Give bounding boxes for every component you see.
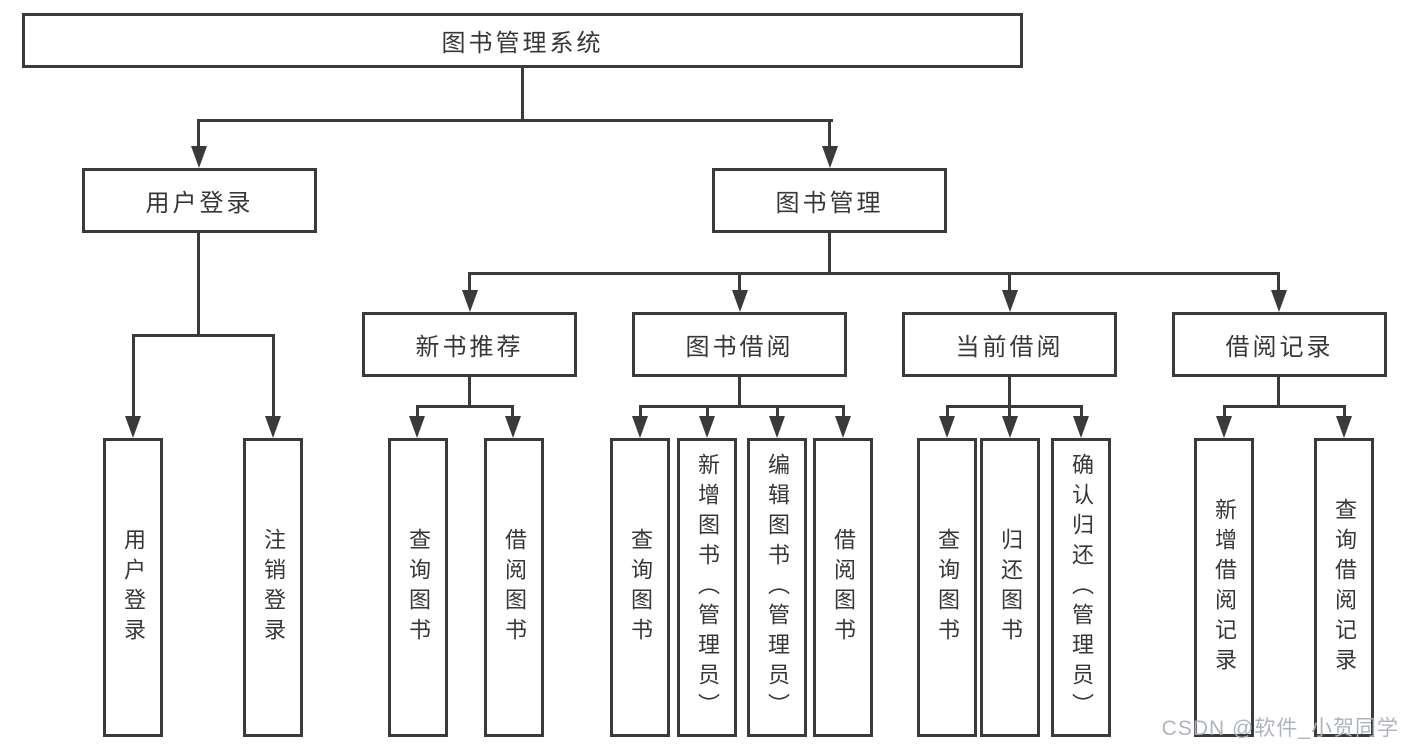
node-library-management-system: 图书管理系统 — [22, 13, 1023, 68]
connector-drop-leaf — [639, 405, 642, 419]
connector-root-stem — [521, 66, 524, 121]
node-book-borrowing: 图书借阅 — [632, 312, 847, 377]
node-label: 用户登录 — [145, 190, 254, 217]
leaf-logout: 注销登录 — [243, 438, 303, 737]
arrow-down-icon — [939, 416, 955, 438]
arrow-down-icon — [732, 290, 748, 312]
node-label: 当前借阅 — [955, 334, 1064, 361]
leaf-return-books: 归还图书 — [980, 438, 1040, 737]
node-label: 查询图书 — [628, 527, 653, 648]
node-borrowing-records: 借阅记录 — [1172, 312, 1387, 377]
node-label: 查询借阅记录 — [1332, 497, 1357, 678]
arrow-down-icon — [1002, 290, 1018, 312]
node-label: 图书管理系统 — [441, 30, 604, 57]
connector-drop-leaf — [1223, 405, 1226, 419]
node-label: 图书管理 — [775, 190, 884, 217]
arrow-down-icon — [1336, 416, 1352, 438]
connector-drop-leaf — [706, 405, 709, 419]
connector-root-rail — [197, 119, 833, 122]
arrow-down-icon — [505, 416, 521, 438]
leaf-borrow-books-recommend: 借阅图书 — [484, 438, 544, 737]
node-label: 查询图书 — [935, 527, 960, 648]
node-new-book-recommendation: 新书推荐 — [362, 312, 577, 377]
node-label: 归还图书 — [998, 527, 1023, 648]
leaf-add-books-admin: 新增图书（管理员） — [677, 438, 737, 737]
connector-newbook-stem — [468, 375, 471, 408]
node-current-borrowing: 当前借阅 — [902, 312, 1117, 377]
leaf-edit-books-admin: 编辑图书（管理员） — [747, 438, 807, 737]
leaf-user-login: 用户登录 — [103, 438, 163, 737]
arrow-down-icon — [462, 290, 478, 312]
leaf-search-books-current: 查询图书 — [917, 438, 977, 737]
arrow-down-icon — [1216, 416, 1232, 438]
connector-newbook-rail — [416, 405, 514, 408]
node-label: 借阅图书 — [502, 527, 527, 648]
connector-borrowing-stem — [738, 375, 741, 408]
connector-drop-leaf — [1080, 405, 1083, 419]
connector-records-rail — [1223, 405, 1345, 408]
node-label: 图书借阅 — [685, 334, 794, 361]
leaf-add-borrow-record: 新增借阅记录 — [1194, 438, 1254, 737]
leaf-confirm-return-admin: 确认归还（管理员） — [1051, 438, 1111, 737]
csdn-watermark: CSDN @软件_小贺同学 — [1161, 717, 1399, 740]
arrow-down-icon — [409, 416, 425, 438]
arrow-down-icon — [835, 416, 851, 438]
arrow-down-icon — [191, 146, 207, 168]
connector-book-mgmt-stem — [828, 231, 831, 275]
connector-drop-current — [1008, 272, 1011, 292]
connector-drop-leaf — [511, 405, 514, 419]
connector-drop-leaf — [132, 334, 135, 418]
leaf-borrow-books: 借阅图书 — [813, 438, 873, 737]
connector-drop-leaf — [1343, 405, 1346, 419]
leaf-search-books-borrowing: 查询图书 — [610, 438, 670, 737]
node-label: 查询图书 — [406, 527, 431, 648]
connector-drop-newbook — [468, 272, 471, 292]
connector-drop-records — [1277, 272, 1280, 292]
arrow-down-icon — [1073, 416, 1089, 438]
node-label: 借阅记录 — [1225, 334, 1334, 361]
node-label: 用户登录 — [121, 527, 146, 648]
node-label: 编辑图书（管理员） — [765, 452, 790, 723]
connector-current-stem — [1008, 375, 1011, 408]
node-book-management-branch: 图书管理 — [712, 168, 947, 233]
arrow-down-icon — [632, 416, 648, 438]
arrow-down-icon — [265, 416, 281, 438]
connector-drop-leaf — [272, 334, 275, 418]
node-label: 借阅图书 — [831, 527, 856, 648]
node-label: 新增借阅记录 — [1212, 497, 1237, 678]
connector-drop-leaf — [842, 405, 845, 419]
leaf-search-borrow-record: 查询借阅记录 — [1314, 438, 1374, 737]
connector-borrowing-rail — [639, 405, 845, 408]
arrow-down-icon — [699, 416, 715, 438]
connector-drop-leaf — [776, 405, 779, 419]
node-user-login-branch: 用户登录 — [82, 168, 317, 233]
node-label: 注销登录 — [261, 527, 286, 648]
connector-drop-leaf — [1008, 405, 1011, 419]
arrow-down-icon — [1002, 416, 1018, 438]
arrow-down-icon — [1271, 290, 1287, 312]
arrow-down-icon — [822, 146, 838, 168]
connector-drop-book-mgmt — [828, 119, 831, 149]
connector-drop-leaf — [946, 405, 949, 419]
node-label: 确认归还（管理员） — [1069, 452, 1094, 723]
connector-current-rail — [946, 405, 1082, 408]
node-label: 新书推荐 — [415, 334, 524, 361]
arrow-down-icon — [125, 416, 141, 438]
connector-records-stem — [1277, 375, 1280, 408]
arrow-down-icon — [769, 416, 785, 438]
leaf-search-books-recommend: 查询图书 — [388, 438, 448, 737]
node-label: 新增图书（管理员） — [695, 452, 720, 723]
connector-user-login-rail — [132, 334, 275, 337]
connector-user-login-stem — [197, 231, 200, 337]
connector-drop-borrowing — [738, 272, 741, 292]
connector-drop-user-login — [197, 119, 200, 149]
connector-book-mgmt-rail — [468, 272, 1280, 275]
connector-drop-leaf — [416, 405, 419, 419]
